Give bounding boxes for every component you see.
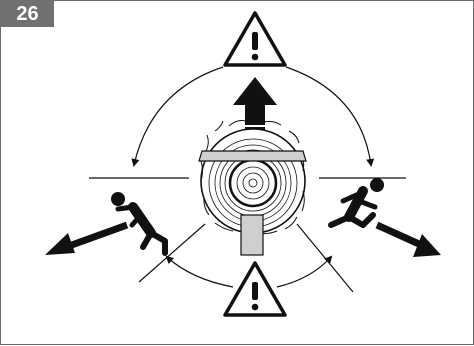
lower-right-diagonal-line	[296, 223, 354, 293]
figure-number: 26	[1, 1, 54, 27]
lower-left-arc-arrow	[165, 255, 234, 288]
warning-top-icon	[223, 11, 287, 67]
upper-left-arc-arrow	[131, 66, 224, 167]
lower-left-diagonal-line	[138, 223, 206, 283]
tree-cross-section-icon	[198, 120, 307, 256]
left-escape-arrow-icon	[45, 221, 129, 255]
left-running-person-icon	[111, 192, 168, 256]
upper-right-arc-arrow	[285, 66, 375, 167]
right-escape-arrow-icon	[375, 221, 441, 257]
right-running-person-icon	[328, 178, 384, 228]
lower-right-arc-arrow	[276, 255, 333, 288]
warning-bottom-icon	[223, 261, 287, 317]
